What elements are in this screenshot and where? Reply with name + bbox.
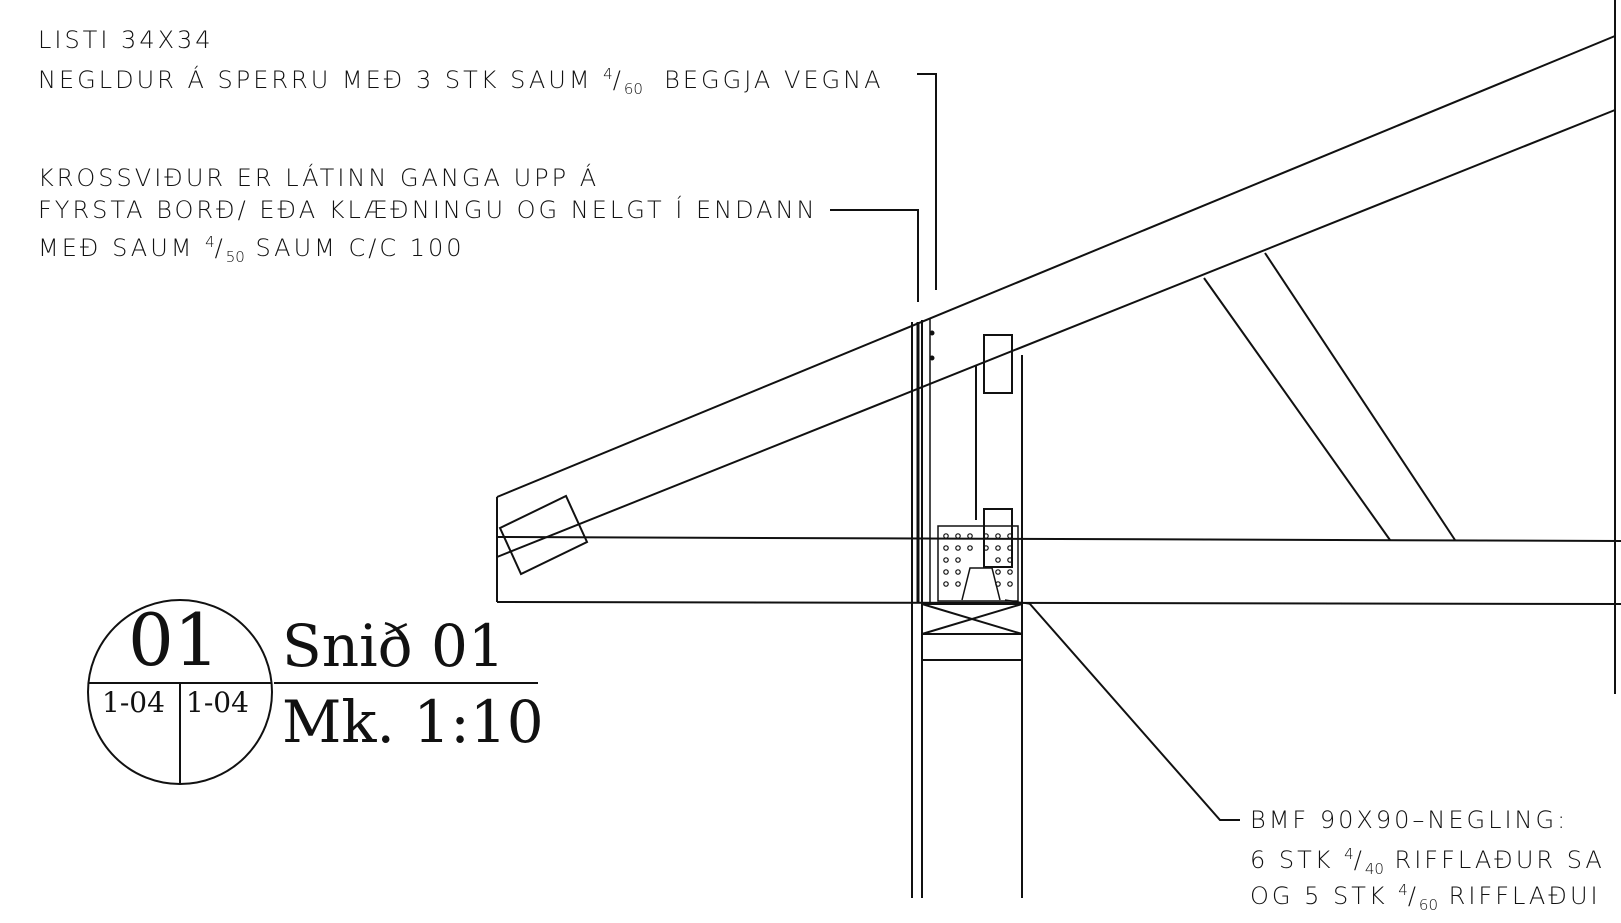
web-member-2: [1264, 252, 1456, 541]
nail-hole: [967, 545, 973, 551]
nail-hole: [955, 557, 961, 563]
nail-hole: [995, 569, 1001, 575]
wall-top-block: [983, 334, 1013, 394]
note-bmf3-text-a: OG 5 STK: [1250, 882, 1399, 910]
note-kross-line2: FYRSTA BORÐ/ EÐA KLÆÐNINGU OG NELGT Í EN…: [38, 196, 818, 224]
rafter-bottom-edge: [496, 109, 1616, 558]
nail-hole: [995, 581, 1001, 587]
nail-hole: [1007, 557, 1013, 563]
leader-listi: [917, 73, 937, 290]
nail-hole: [1007, 545, 1013, 551]
leader-krossvidur: [830, 209, 919, 302]
listi-block: [498, 494, 589, 576]
chord-bottom-edge: [496, 601, 1621, 605]
note-kross-frac-num: 4: [205, 233, 215, 251]
chord-top-edge: [496, 536, 1621, 542]
note-bmf2-frac-den: 40: [1364, 859, 1384, 878]
web-member-1: [1203, 277, 1391, 541]
nail-hole: [995, 545, 1001, 551]
note-bmf3-text-b: RIFFLAÐUI: [1438, 882, 1601, 910]
note-bmf2-text-b: RIFFLAÐUR SA: [1383, 846, 1605, 874]
nail-hole: [943, 545, 949, 551]
nail-hole: [995, 533, 1001, 539]
note-listi-line1: LISTI 34X34: [38, 26, 214, 54]
nail-hole: [955, 545, 961, 551]
nail-hole: [943, 557, 949, 563]
section-scale: Mk. 1:10: [282, 688, 544, 756]
note-bmf2-text-a: 6 STK: [1250, 846, 1345, 874]
nail-hole: [943, 533, 949, 539]
bmf-connector: [937, 525, 1019, 602]
note-kross-frac-den: 50: [225, 247, 245, 266]
section-number: 01: [128, 598, 220, 682]
note-listi-frac-num: 4: [603, 65, 613, 83]
nail-hole: [943, 581, 949, 587]
sheet-ref-left: 1-04: [102, 686, 165, 719]
nail-hole: [967, 533, 973, 539]
nail-hole: [955, 533, 961, 539]
note-bmf-line2: 6 STK 4/40 RIFFLAÐUR SA: [1250, 845, 1605, 878]
note-bmf3-frac-num: 4: [1398, 881, 1408, 899]
bmf-nail-pattern: [943, 533, 1013, 587]
note-kross-text-b: SAUM C/C 100: [244, 234, 465, 262]
sill-plate: [921, 603, 1023, 635]
nail-hole: [943, 569, 949, 575]
note-kross-text-a: MEÐ SAUM: [38, 234, 206, 262]
nail-hole: [1007, 581, 1013, 587]
note-listi-frac-den: 60: [623, 79, 643, 98]
note-kross-line3: MEÐ SAUM 4/50 SAUM C/C 100: [38, 233, 465, 266]
note-bmf-line1: BMF 90X90–NEGLING:: [1250, 806, 1569, 834]
nail-hole: [955, 581, 961, 587]
sheet-ref-right: 1-04: [186, 686, 249, 719]
nail-hole: [983, 533, 989, 539]
bmf-bracket: [961, 567, 1001, 601]
section-title: Snið 01: [282, 612, 505, 680]
note-listi-line2: NEGLDUR Á SPERRU MEÐ 3 STK SAUM 4/60 BEG…: [38, 65, 884, 98]
note-kross-line1: KROSSVIÐUR ER LÁTINN GANGA UPP Á: [38, 164, 600, 192]
note-bmf-line3: OG 5 STK 4/60 RIFFLAÐUI: [1250, 881, 1601, 914]
wall-lower-block: [983, 508, 1013, 568]
nail-hole: [1007, 533, 1013, 539]
rafter-top-edge: [496, 35, 1616, 498]
note-bmf3-frac-den: 60: [1418, 895, 1439, 914]
nail-hole: [995, 557, 1001, 563]
note-bmf2-frac-num: 4: [1344, 845, 1354, 863]
nail-hole: [1007, 569, 1013, 575]
nail-hole: [983, 545, 989, 551]
note-listi-text-a: NEGLDUR Á SPERRU MEÐ 3 STK SAUM: [38, 66, 604, 94]
leader-bmf: [1029, 603, 1240, 821]
nail-hole: [955, 569, 961, 575]
note-listi-text-b: BEGGJA VEGNA: [642, 66, 884, 94]
